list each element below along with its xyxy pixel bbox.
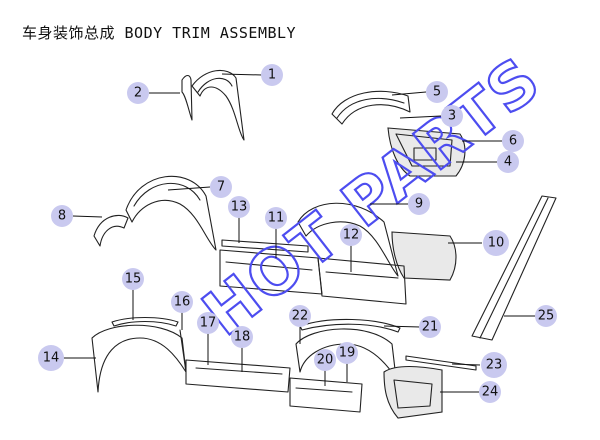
callout-label: 15: [125, 272, 142, 287]
callout-16: 16: [171, 291, 193, 313]
callout-10: 10: [483, 230, 509, 256]
callout-label: 2: [134, 86, 142, 101]
callout-7: 7: [210, 176, 232, 198]
part-24-side-panel: [383, 365, 443, 419]
part-19-panel: [289, 377, 363, 413]
callout-1: 1: [261, 64, 283, 86]
part-1-fender-flare: [191, 69, 245, 141]
callout-11: 11: [265, 207, 287, 229]
part-17-strip: [195, 367, 283, 375]
part-12-side-skirt-rear: [317, 257, 407, 305]
part-7-front-fender: [125, 175, 217, 251]
part-9-front-arch: [297, 202, 399, 277]
part-20-strip: [295, 387, 353, 393]
callout-18: 18: [231, 326, 253, 348]
callout-17: 17: [197, 312, 219, 334]
part-23-molding: [405, 355, 477, 371]
callout-label: 24: [482, 385, 499, 400]
callout-label: 20: [317, 353, 334, 368]
callout-5: 5: [426, 81, 448, 103]
callout-label: 22: [292, 309, 309, 324]
part-drawings: [91, 69, 557, 419]
callout-6: 6: [502, 130, 524, 152]
callout-label: 4: [504, 155, 512, 170]
callout-label: 7: [217, 180, 225, 195]
callout-label: 3: [448, 109, 456, 124]
callout-9: 9: [408, 193, 430, 215]
callout-label: 17: [200, 316, 217, 331]
callout-label: 21: [422, 320, 439, 335]
callout-12: 12: [340, 224, 362, 246]
callout-label: 18: [234, 330, 251, 345]
callouts: 1 2 3 4 5 6 7 8 9 10 11 12 13 14 15 16 1…: [38, 64, 557, 403]
callout-23: 23: [481, 352, 507, 378]
part-13-side-strip: [221, 239, 309, 253]
callout-label: 8: [58, 209, 66, 224]
part-25-sill-bar: [471, 195, 557, 341]
callout-2: 2: [127, 82, 149, 104]
part-16-arch-trim: [179, 329, 187, 373]
callout-19: 19: [336, 342, 358, 364]
part-5-wheel-arch: [331, 90, 411, 125]
callout-label: 11: [268, 211, 285, 226]
watermark: HOT PARTS: [189, 42, 554, 350]
callout-15: 15: [122, 268, 144, 290]
callout-22: 22: [289, 305, 311, 327]
callout-label: 16: [174, 295, 191, 310]
part-2-fender-flare-inner: [181, 74, 193, 121]
part-21-arch-strip: [299, 318, 401, 333]
part-10-front-bumper: [391, 231, 457, 281]
part-14-wheel-arch: [91, 324, 187, 393]
callout-label: 14: [43, 351, 60, 366]
callout-label: 5: [433, 85, 441, 100]
callout-label: 9: [415, 197, 423, 212]
callout-14: 14: [38, 345, 64, 371]
leader-lines: [63, 73, 536, 393]
callout-25: 25: [535, 305, 557, 327]
part-15-arch-strip: [111, 317, 179, 327]
callout-4: 4: [497, 151, 519, 173]
callout-3: 3: [441, 105, 463, 127]
part-22-wheel-arch: [295, 328, 397, 379]
part-3-6-4-bumper-corner: [387, 127, 466, 177]
callout-label: 6: [509, 134, 517, 149]
part-8-fender-extension: [93, 214, 129, 247]
callout-label: 12: [343, 228, 360, 243]
callout-label: 10: [488, 236, 505, 251]
callout-20: 20: [314, 349, 336, 371]
callout-label: 1: [268, 68, 276, 83]
part-18-door-panel: [185, 359, 291, 393]
callout-21: 21: [419, 316, 441, 338]
callout-label: 13: [231, 200, 248, 215]
callout-label: 25: [538, 309, 555, 324]
callout-8: 8: [51, 205, 73, 227]
callout-label: 23: [486, 358, 503, 373]
callout-13: 13: [228, 196, 250, 218]
page-title: 车身装饰总成 BODY TRIM ASSEMBLY: [22, 24, 297, 42]
callout-24: 24: [479, 381, 501, 403]
callout-label: 19: [339, 346, 356, 361]
